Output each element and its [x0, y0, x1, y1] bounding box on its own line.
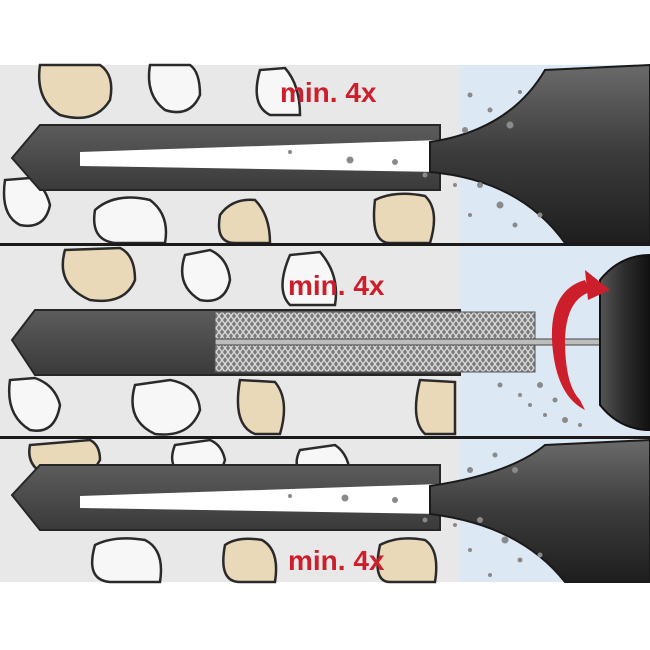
panel-3-repeat-label: min. 4x: [288, 545, 385, 576]
air-nozzle-slot: [80, 484, 440, 514]
dust-particles: [288, 452, 543, 577]
dust-particles: [497, 382, 582, 427]
drill-chuck-icon: [599, 253, 650, 432]
dust-particles: [288, 90, 543, 228]
panel-1-blow-out: min. 4x: [0, 63, 650, 245]
aggregate-stones: [2, 63, 436, 245]
aggregate-stones: [7, 246, 457, 436]
air-nozzle-slot: [80, 140, 440, 172]
divider-2: [0, 436, 650, 439]
divider-1: [0, 243, 650, 246]
panel-2-repeat-label: min. 4x: [288, 270, 385, 301]
panel-1-repeat-label: min. 4x: [280, 77, 377, 108]
rotation-arrow-head: [585, 270, 610, 300]
brush-shaft: [214, 338, 606, 346]
blow-pump-icon: [429, 438, 650, 583]
blow-pump-icon: [429, 63, 650, 244]
rotation-arrow-icon: [551, 280, 590, 410]
panel-2-brush: min. 4x: [0, 246, 650, 436]
panel-3-blow-out: min. 4x: [0, 438, 650, 584]
